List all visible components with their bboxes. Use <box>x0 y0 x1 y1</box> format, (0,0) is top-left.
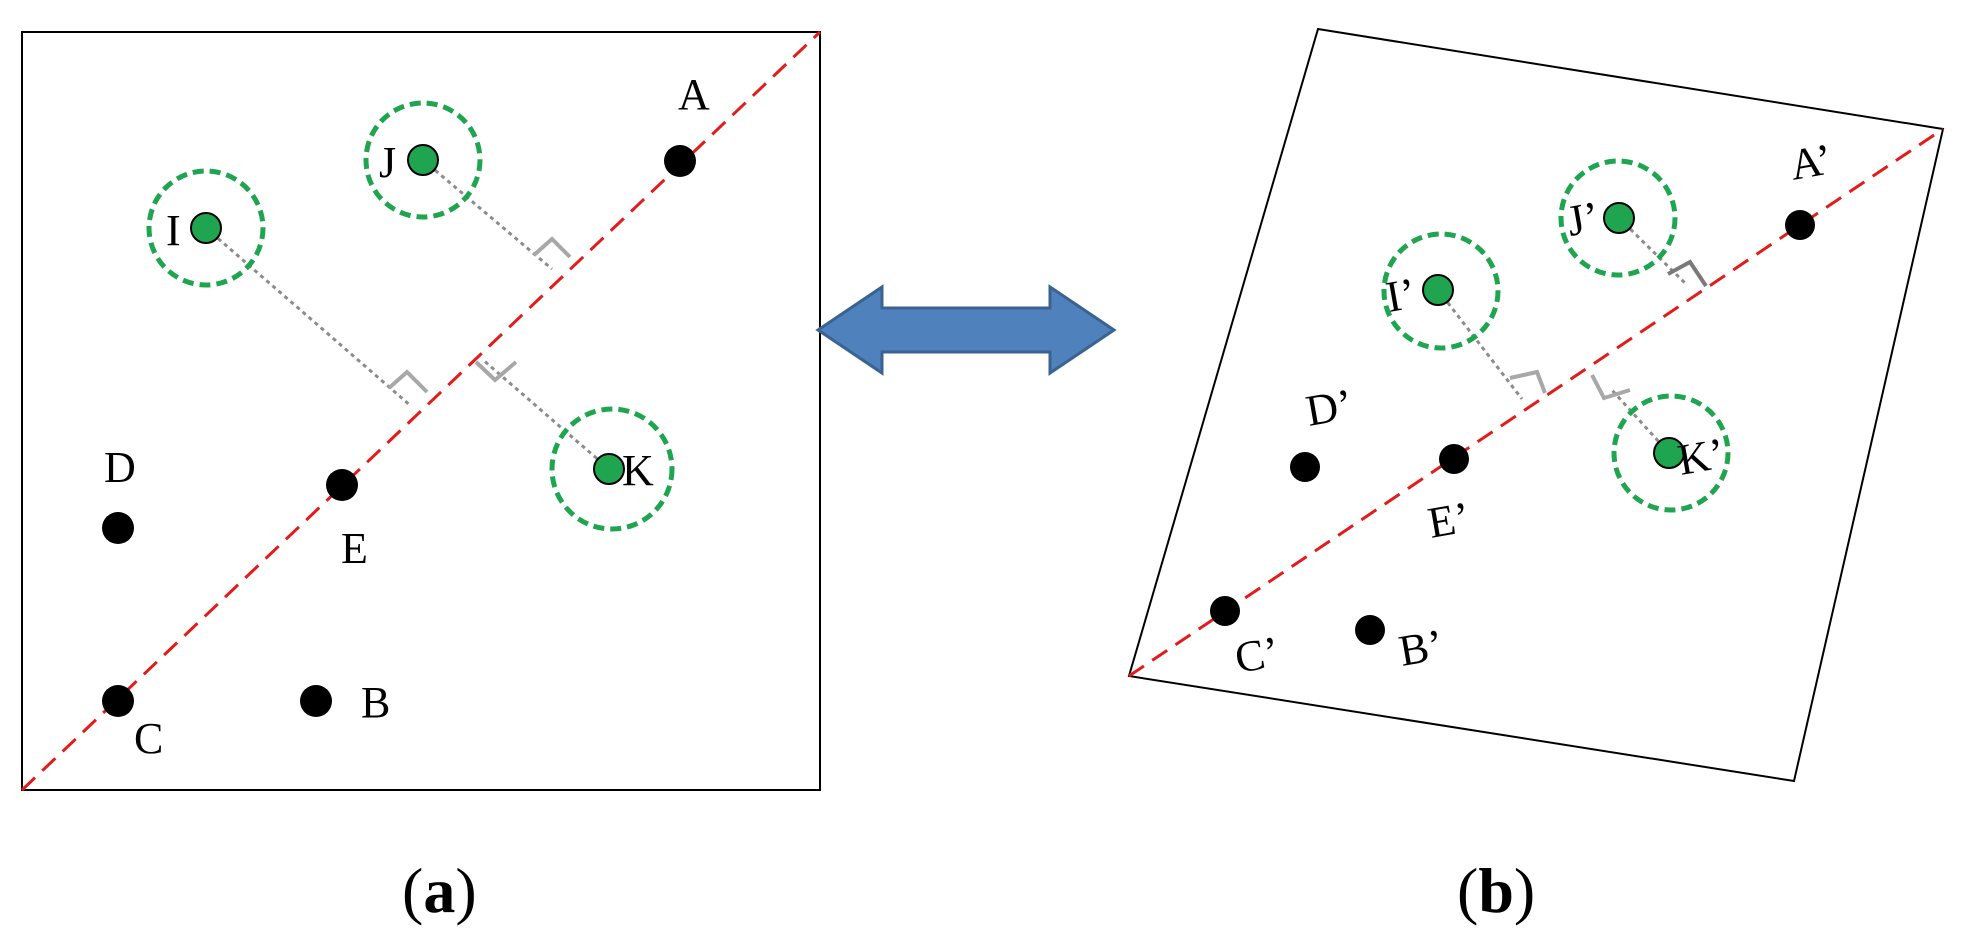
panel-a-label-E: E <box>341 524 368 573</box>
panel-a-label-B: B <box>361 678 390 727</box>
panel-a-right-angle-J <box>532 236 572 259</box>
panel-a-point-A <box>664 145 696 177</box>
panel-a-frame <box>21 31 821 791</box>
panel-b-label-J: J’ <box>1563 192 1603 246</box>
panel-b-point-D <box>1290 452 1320 482</box>
panel-a-label-J: J <box>379 138 396 187</box>
panel-b-point-C <box>1210 596 1240 626</box>
panel-b-caption-open: ( <box>1457 855 1478 926</box>
panel-b-label-D: D’ <box>1302 380 1356 436</box>
panel-b-reference-line <box>1128 127 1944 678</box>
panel-b-perp-K <box>1609 387 1671 455</box>
panel-b-point-A <box>1785 210 1815 240</box>
panel-a-point-D <box>102 512 134 544</box>
panel-b-neighborhood-J <box>1558 158 1678 278</box>
double-arrow-icon <box>815 284 1117 376</box>
panel-b-frame <box>1127 27 1945 783</box>
panel-a: A B C D E I J K (a) <box>20 30 822 926</box>
panel-b-caption-close: ) <box>1514 855 1535 926</box>
panel-b-caption-letter: b <box>1478 855 1514 926</box>
panel-b-label-C: C’ <box>1231 627 1283 683</box>
panel-a-caption-close: ) <box>455 855 476 926</box>
panel-a-label-K: K <box>622 446 654 495</box>
panel-a-label-I: I <box>166 206 181 255</box>
panel-a-neighborhood-J <box>363 100 483 220</box>
panel-b-label-A: A’ <box>1786 134 1835 189</box>
panel-b-neighborhood-I <box>1381 231 1501 351</box>
panel-a-point-B <box>300 685 332 717</box>
panel-a-neighborhood-K <box>549 406 675 532</box>
panel-a-caption-letter: a <box>423 855 455 926</box>
panel-a-right-angle-I <box>387 369 429 394</box>
panel-b-label-E: E’ <box>1424 492 1473 547</box>
panel-a-point-I <box>190 212 222 244</box>
panel-a-perp-I <box>205 226 412 408</box>
panel-a-caption: (a) <box>402 855 477 926</box>
panel-a-right-angle-K <box>474 360 518 383</box>
panel-a-neighborhood-I <box>146 168 266 288</box>
panel-b-point-B <box>1355 615 1385 645</box>
panel-a-point-J <box>407 144 439 176</box>
panel-b-right-angle-K <box>1590 374 1631 401</box>
panel-a-label-D: D <box>104 443 136 492</box>
panel-b-label-B: B’ <box>1395 620 1447 676</box>
panel-a-point-K <box>593 453 625 485</box>
panel-a-label-C: C <box>134 714 163 763</box>
panel-a-point-E <box>326 469 358 501</box>
panel-b-right-angle-J <box>1667 259 1708 288</box>
panel-a-reference-line <box>20 30 822 792</box>
panel-b-perp-I <box>1436 289 1524 400</box>
panel-b-neighborhood-K <box>1611 393 1731 513</box>
panel-b-point-E <box>1439 444 1469 474</box>
panel-b-caption: (b) <box>1457 855 1535 926</box>
panel-a-label-A: A <box>678 70 710 119</box>
panel-a-point-C <box>102 685 134 717</box>
panel-b: A’ B’ C’ D’ E’ I’ J’ K’ (b) <box>1127 27 1945 926</box>
panel-b-point-J <box>1603 202 1635 234</box>
panel-a-caption-open: ( <box>402 855 423 926</box>
panel-b-point-K <box>1653 437 1685 469</box>
panel-b-point-I <box>1422 274 1454 306</box>
panel-b-label-K: K’ <box>1674 429 1728 485</box>
panel-b-right-angle-I <box>1509 369 1547 394</box>
